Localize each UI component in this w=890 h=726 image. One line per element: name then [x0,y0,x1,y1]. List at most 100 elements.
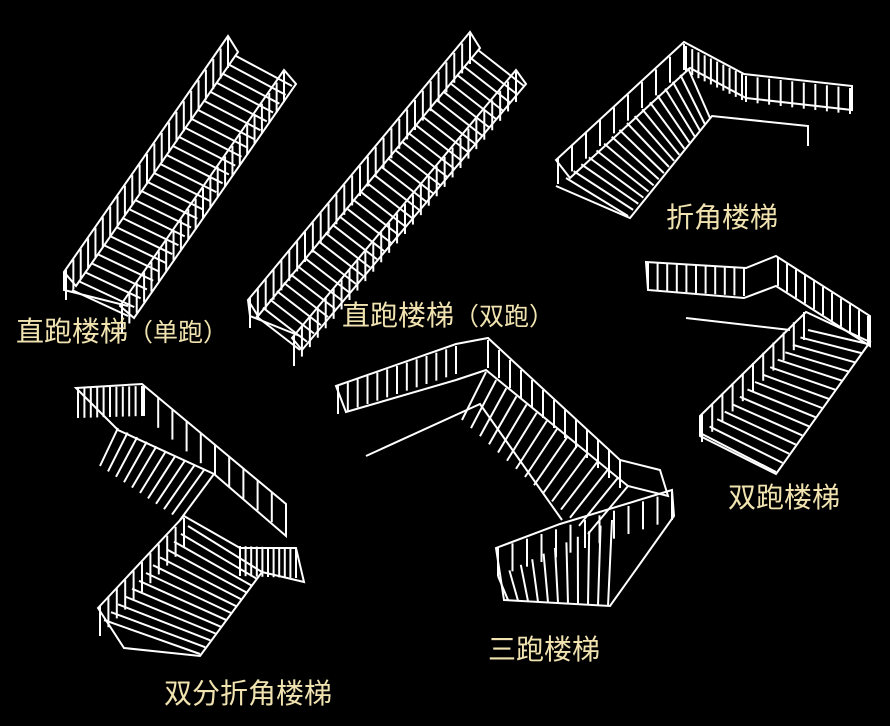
step-tread [462,372,486,420]
step-tread [555,548,558,603]
step-tread [85,272,141,298]
step-tread [732,404,802,435]
step-tread [263,308,307,342]
step-tread [566,542,568,603]
step-tread [277,291,321,325]
step-tread [680,75,705,124]
step-tread [566,178,628,216]
step-tread [116,227,172,254]
step-tread [122,218,178,245]
step-tread [604,144,654,186]
step-tread [167,550,247,593]
step-tread [256,316,300,350]
step-tread [574,171,634,210]
label-straight-double: 直跑楼梯（双跑） [342,302,554,330]
step-tread [489,396,516,444]
step-tread [443,92,489,128]
step-tread [312,250,357,285]
step-tread [179,137,235,166]
step-tread [665,89,695,137]
step-tread [139,581,226,620]
step-tread [360,191,405,226]
step-tread [450,83,496,119]
label-main: 三跑楼梯 [488,633,601,666]
step-tread [374,175,419,210]
step-tread [211,92,267,121]
step-tread [423,117,469,153]
step-tread [353,200,398,235]
step-tread [589,157,644,197]
step-tread [135,200,191,228]
step-tread [180,474,214,520]
step-tread [174,542,252,586]
step-tread [129,209,185,236]
step-tread [612,137,659,180]
step-tread [192,119,248,148]
step-tread [588,486,628,534]
step-tread [597,151,649,192]
step-tread [110,236,166,263]
step-tread [747,389,815,417]
step-tread [416,125,461,160]
step-tread [146,573,231,613]
step-tread [318,241,363,276]
step-tread [104,620,200,654]
step-tread [325,233,370,268]
step-tread [710,427,783,463]
step-tread [91,263,147,289]
step-tread [346,208,391,243]
step-tread [778,360,842,381]
step-tread [100,428,118,466]
step-tread [581,164,638,204]
step-tread [532,559,538,602]
step-tread [688,68,710,118]
label-paren: （双跑） [454,302,555,331]
step-tread [509,570,518,600]
step-tread [570,470,608,518]
step-tread [148,182,204,210]
step-tread [188,526,262,572]
step-tread [673,82,700,131]
step-tread [97,254,153,281]
step-tread [186,128,242,157]
step-tread [198,110,254,139]
step-tread [525,429,557,477]
step-tread [132,589,221,627]
step-tread [552,453,587,501]
steps [702,330,868,472]
label-double-split-angled: 双分折角楼梯 [164,680,332,708]
step-tread [78,281,134,307]
step-tread [409,133,454,168]
step-tread [217,83,273,113]
step-tread [471,58,517,94]
step-tread [498,405,527,453]
step-tread [284,283,328,317]
step-tread [395,150,440,185]
step-tread [141,191,197,219]
step-tread [153,565,236,606]
step-tread [800,337,861,353]
step-tread [480,388,506,436]
label-main: 折角楼梯 [666,201,779,234]
steps [256,50,524,350]
step-tread [793,345,855,362]
steps [72,56,292,316]
step-tread [471,380,496,428]
step-tread [627,123,669,167]
label-straight-single: 直跑楼梯（单跑） [16,318,228,346]
step-tread [160,164,216,192]
step-tread [104,245,160,272]
step-tread [291,274,335,308]
step-tread [725,412,796,445]
step-tread [72,290,128,316]
balusters [66,38,284,334]
step-tread [223,74,279,104]
step-tread [544,554,548,603]
step-tread [755,382,822,408]
step-tread [642,109,679,155]
step-tread [172,469,204,514]
